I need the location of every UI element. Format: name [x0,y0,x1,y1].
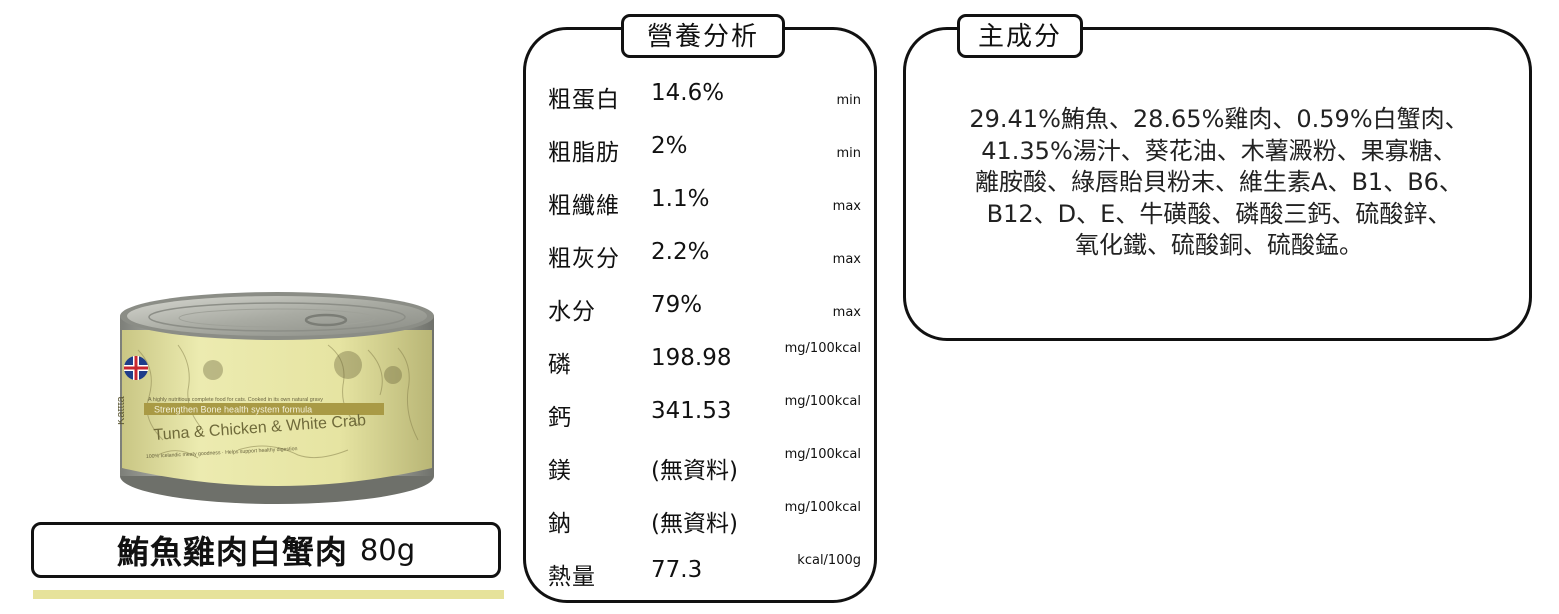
nutrition-value: 14.6% [651,80,725,106]
nutrition-value: 198.98 [651,345,732,371]
nutrition-value: (無資料) [651,458,738,484]
nutrition-row: 鎂 (無資料) mg/100kcal [526,447,880,491]
ingredients-line: B12、D、E、牛磺酸、磷酸三鈣、硫酸鋅、 [986,199,1452,228]
nutrition-unit: kcal/100g [797,553,861,568]
nutrition-unit: max [832,199,861,214]
can-small-text: A highly nutritious complete food for ca… [148,397,323,403]
nutrition-row: 鈣 341.53 mg/100kcal [526,394,880,438]
ingredients-panel [903,27,1532,341]
can-brand-text: Kattta [118,395,127,425]
nutrition-label: 磷 [548,352,572,378]
nutrition-value: 2% [651,133,688,159]
can-banner-text: Strengthen Bone health system formula [154,405,312,415]
nutrition-label: 粗蛋白 [548,87,620,113]
ingredients-title: 主成分 [957,14,1083,58]
product-name: 鮪魚雞肉白蟹肉 [116,533,348,571]
nutrition-row: 鈉 (無資料) mg/100kcal [526,500,880,544]
product-weight: 80g [359,533,416,567]
nutrition-label: 鈣 [548,405,572,431]
nutrition-unit: mg/100kcal [784,394,861,409]
nutrition-unit: min [836,93,861,108]
nutrition-value: 341.53 [651,398,732,424]
nutrition-value: 79% [651,292,703,318]
nutrition-label: 粗灰分 [548,246,620,272]
nutrition-label: 粗脂肪 [548,140,620,166]
nutrition-row: 磷 198.98 mg/100kcal [526,341,880,385]
nutrition-unit: mg/100kcal [784,500,861,515]
nutrition-label: 鎂 [548,458,572,484]
nutrition-row: 粗脂肪 2% min [526,133,880,173]
nutrition-unit: max [832,252,861,267]
nutrition-value: 2.2% [651,239,710,265]
nutrition-row: 粗纖維 1.1% max [526,186,880,226]
ingredients-line: 離胺酸、綠唇貽貝粉末、維生素A、B1、B6、 [975,168,1463,196]
nutrition-unit: min [836,146,861,161]
product-name-box: 鮪魚雞肉白蟹肉 80g [31,522,501,578]
nutrition-title: 營養分析 [621,14,785,58]
nutrition-value: 77.3 [651,557,703,583]
ingredients-text: 29.41%鮪魚、28.65%雞肉、0.59%白蟹肉、 41.35%湯汁、葵花油… [930,104,1508,262]
nutrition-panel: 粗蛋白 14.6% min 粗脂肪 2% min 粗纖維 1.1% max 粗灰… [523,27,877,603]
nutrition-unit: mg/100kcal [784,447,861,462]
nutrition-label: 粗纖維 [548,193,620,219]
nutrition-label: 熱量 [548,564,596,590]
nutrition-label: 水分 [548,299,596,325]
nutrition-row: 粗灰分 2.2% max [526,239,880,279]
nutrition-label: 鈉 [548,511,572,537]
nutrition-unit: max [832,305,861,320]
nutrition-value: 1.1% [651,186,710,212]
product-can-image: A highly nutritious complete food for ca… [118,290,436,508]
accent-bar [33,590,504,599]
ingredients-line: 氧化鐵、硫酸銅、硫酸錳。 [1075,231,1363,259]
ingredients-line: 41.35%湯汁、葵花油、木薯澱粉、果寡糖、 [981,136,1457,165]
nutrition-row: 粗蛋白 14.6% min [526,80,880,120]
nutrition-row: 水分 79% max [526,292,880,332]
nutrition-value: (無資料) [651,511,738,537]
ingredients-line: 29.41%鮪魚、28.65%雞肉、0.59%白蟹肉、 [969,105,1469,133]
nutrition-unit: mg/100kcal [784,341,861,356]
nutrition-row: 熱量 77.3 kcal/100g [526,553,880,597]
